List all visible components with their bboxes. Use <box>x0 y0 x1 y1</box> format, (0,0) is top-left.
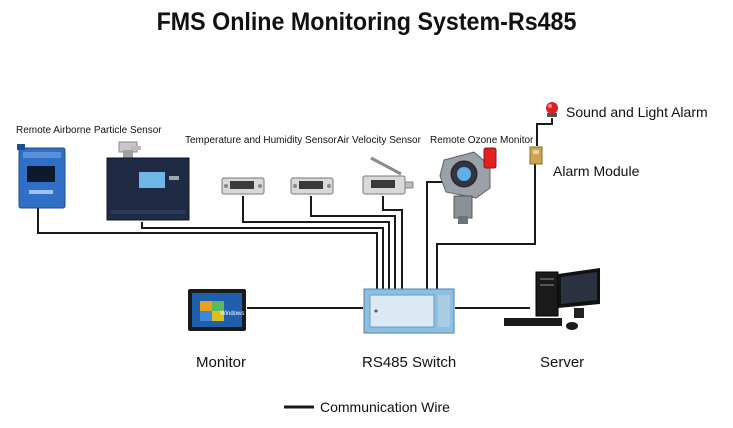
air-velocity-sensor-unit <box>361 156 417 203</box>
wire-alarm-module <box>436 162 536 290</box>
label-alarm-module: Alarm Module <box>553 163 640 179</box>
monitor-screen-text: Windows <box>220 311 245 317</box>
monitor-device: Windows <box>186 287 250 338</box>
wire-particle-sensor-1 <box>37 208 378 290</box>
wire-alarm-light <box>536 118 553 146</box>
temp-humidity-sensor-unit-1 <box>220 176 266 203</box>
label-server: Server <box>540 354 585 371</box>
label-ozone-monitor: Remote Ozone Monitor <box>430 135 534 146</box>
sound-light-alarm-icon <box>544 100 562 125</box>
particle-sensor-blue-unit <box>17 144 67 217</box>
label-monitor: Monitor <box>196 354 247 371</box>
particle-sensor-dark-unit <box>101 140 193 229</box>
ozone-monitor-unit <box>436 146 500 231</box>
label-rs485-switch: RS485 Switch <box>362 354 457 371</box>
wire-air-velocity <box>382 196 403 290</box>
alarm-module-unit <box>528 145 544 172</box>
wire-temp-humidity-1 <box>242 196 390 290</box>
label-temp-humidity-sensor: Temperature and Humidity Sensor <box>185 135 337 146</box>
wire-temp-humidity-2 <box>310 196 396 290</box>
diagram-title: FMS Online Monitoring System-Rs485 <box>156 8 577 36</box>
label-sound-light-alarm: Sound and Light Alarm <box>566 104 708 120</box>
rs485-switch-device <box>362 287 458 342</box>
server-device <box>500 268 610 341</box>
wire-ozone-monitor <box>426 181 445 290</box>
temp-humidity-sensor-unit-2 <box>289 176 335 203</box>
label-air-velocity-sensor: Air Velocity Sensor <box>337 135 421 146</box>
wire-particle-sensor-2 <box>141 222 384 290</box>
legend-wire-label: Communication Wire <box>320 399 450 415</box>
label-particle-sensor: Remote Airborne Particle Sensor <box>16 125 162 136</box>
